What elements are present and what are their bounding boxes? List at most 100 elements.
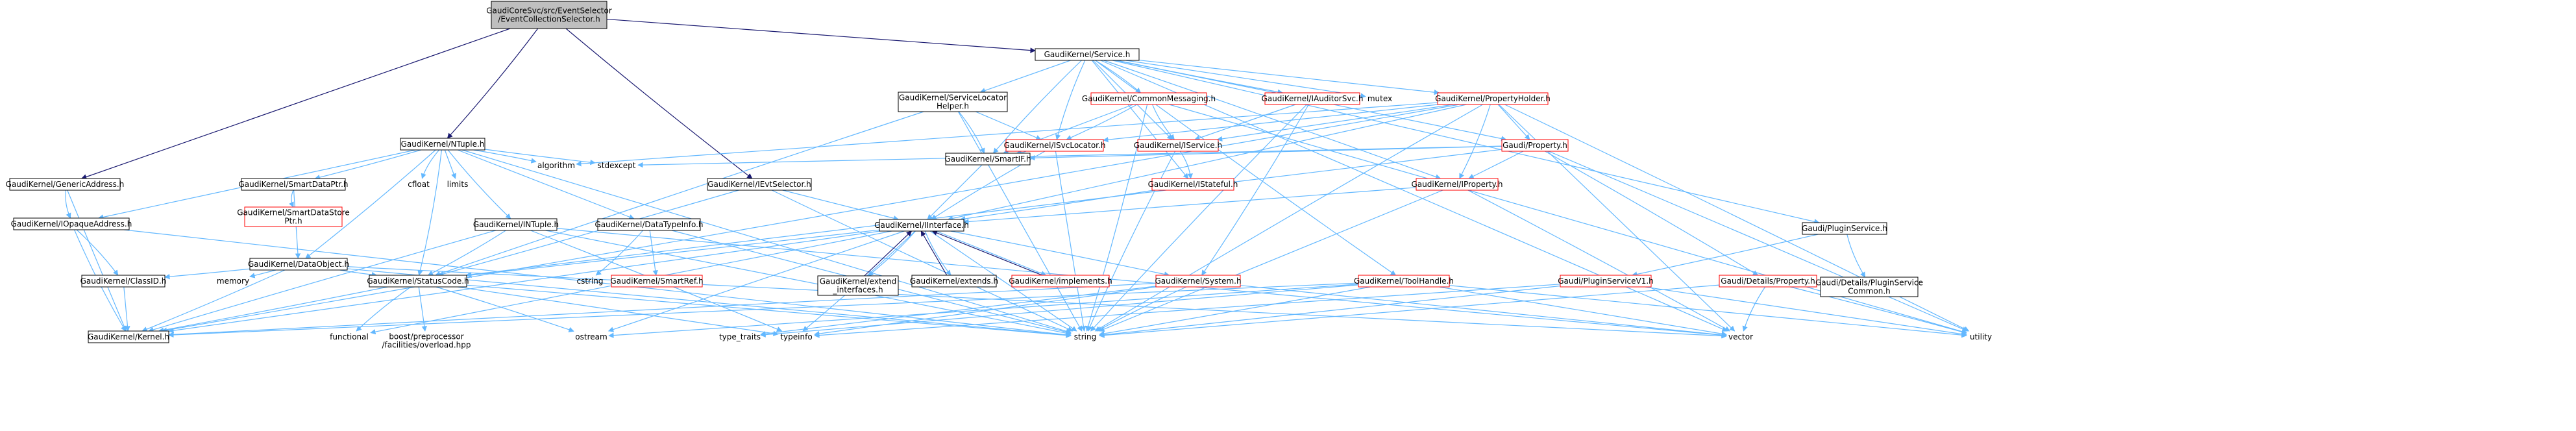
node-utility: utility bbox=[1970, 332, 1992, 341]
node-toolhandle[interactable]: GaudiKernel/ToolHandle.h bbox=[1354, 275, 1454, 288]
node-iopaque[interactable]: GaudiKernel/IOpaqueAddress.h bbox=[11, 217, 132, 230]
edge-toolhandle-to-typetraits bbox=[760, 284, 1359, 338]
node-mutex: mutex bbox=[1368, 94, 1392, 103]
node-box bbox=[1802, 222, 1887, 235]
node-label: GaudiKernel/INTuple.h bbox=[473, 220, 559, 229]
node-smartref[interactable]: GaudiKernel/SmartRef.h bbox=[610, 275, 704, 288]
node-label: GaudiKernel/SmartDataStore bbox=[237, 208, 350, 217]
edge-ntuple-to-algorithm bbox=[473, 149, 537, 164]
node-iproperty[interactable]: GaudiKernel/IProperty.h bbox=[1412, 178, 1503, 191]
node-kernel[interactable]: GaudiKernel/Kernel.h bbox=[88, 330, 169, 343]
node-label: GaudiKernel/IOpaqueAddress.h bbox=[11, 219, 132, 228]
node-pluginsvc[interactable]: Gaudi/PluginService.h bbox=[1802, 222, 1887, 235]
edge-ntuple-to-intuple bbox=[447, 149, 511, 219]
edge-iinterface-to-kernel bbox=[168, 230, 881, 334]
node-box bbox=[1155, 275, 1241, 288]
node-box bbox=[249, 258, 348, 271]
node-label: GaudiKernel/DataTypeInfo.h bbox=[595, 220, 703, 229]
edge-iauditsvc-to-iservice bbox=[1194, 104, 1296, 141]
node-stdexcept: stdexcept bbox=[598, 161, 636, 170]
node-label: algorithm bbox=[537, 161, 575, 170]
node-memory: memory bbox=[217, 277, 249, 286]
node-system[interactable]: GaudiKernel/System.h bbox=[1155, 275, 1242, 288]
node-svc[interactable]: GaudiKernel/Service.h bbox=[1035, 48, 1140, 61]
edge-toolhandle-to-string bbox=[1099, 286, 1371, 337]
node-istateful[interactable]: GaudiKernel/IStateful.h bbox=[1148, 178, 1238, 191]
edge-iservice-to-istateful bbox=[1179, 151, 1193, 179]
node-label: stdexcept bbox=[598, 161, 636, 170]
edge-ntuple-to-statuscode bbox=[417, 149, 442, 276]
edge-toolhandle-to-ostream bbox=[608, 284, 1359, 338]
node-box bbox=[9, 178, 121, 191]
edge-propholder-to-iservice bbox=[1216, 104, 1454, 142]
edge-svcloch-to-string bbox=[957, 111, 1083, 332]
edge-svc-to-svcloch bbox=[979, 60, 1071, 93]
node-extends[interactable]: GaudiKernel/extends.h bbox=[910, 275, 998, 288]
node-smartdataptr[interactable]: GaudiKernel/SmartDataPtr.h bbox=[238, 178, 349, 191]
node-detprop[interactable]: Gaudi/Details/Property.h bbox=[1719, 275, 1817, 288]
edges-layer bbox=[65, 18, 1970, 339]
node-label: _interfaces.h bbox=[832, 286, 883, 295]
node-root[interactable]: GaudiCoreSvc/src/EventSelector/EventColl… bbox=[486, 1, 612, 29]
node-box bbox=[911, 275, 997, 288]
edge-iinterface-to-ostream bbox=[607, 230, 905, 332]
node-box bbox=[81, 275, 166, 288]
node-genaddr[interactable]: GaudiKernel/GenericAddress.h bbox=[6, 178, 125, 191]
node-isvcloc[interactable]: GaudiKernel/ISvcLocator.h bbox=[1004, 139, 1106, 152]
edge-detprop-to-utility bbox=[1790, 286, 1967, 335]
node-datatypeinfo[interactable]: GaudiKernel/DataTypeInfo.h bbox=[595, 218, 704, 231]
node-box bbox=[491, 1, 607, 29]
node-label: Gaudi/Details/PluginService bbox=[1815, 278, 1923, 288]
node-iservice[interactable]: GaudiKernel/IService.h bbox=[1134, 139, 1222, 152]
edge-ntuple-to-cfloat bbox=[421, 149, 440, 179]
node-label: GaudiKernel/IService.h bbox=[1134, 141, 1222, 150]
node-ostream: ostream bbox=[575, 332, 607, 341]
node-pluginv1[interactable]: Gaudi/PluginServiceV1.h bbox=[1558, 275, 1654, 288]
node-label: cstring bbox=[576, 277, 603, 286]
node-implements[interactable]: GaudiKernel/implements.h bbox=[1009, 275, 1112, 288]
edge-svc-to-commsg bbox=[1095, 60, 1142, 93]
node-intuple[interactable]: GaudiKernel/INTuple.h bbox=[473, 218, 559, 231]
node-label: GaudiKernel/IStateful.h bbox=[1148, 180, 1238, 189]
edge-root-to-svc bbox=[606, 18, 1036, 53]
node-statuscode[interactable]: GaudiKernel/StatusCode.h bbox=[367, 275, 469, 288]
node-ntuple[interactable]: GaudiKernel/NTuple.h bbox=[400, 138, 485, 151]
node-dataobject[interactable]: GaudiKernel/DataObject.h bbox=[248, 258, 349, 271]
node-label: GaudiKernel/IProperty.h bbox=[1412, 180, 1503, 189]
node-box bbox=[707, 178, 812, 191]
node-box bbox=[879, 219, 964, 232]
node-box bbox=[1005, 139, 1104, 152]
node-extendif[interactable]: GaudiKernel/extend_interfaces.h bbox=[817, 275, 899, 296]
node-functional: functional bbox=[330, 332, 369, 341]
node-ievtsel[interactable]: GaudiKernel/IEvtSelector.h bbox=[707, 178, 812, 191]
node-label: GaudiKernel/ToolHandle.h bbox=[1354, 277, 1454, 286]
node-typeinfo: typeinfo bbox=[780, 332, 812, 341]
edge-intuple-to-string bbox=[545, 230, 1072, 336]
node-box bbox=[13, 217, 130, 230]
edge-smartdataptr-to-smartdatastore bbox=[289, 190, 294, 208]
edge-commsg-to-isvcloc bbox=[1066, 104, 1138, 140]
edge-propholder-to-utility bbox=[1504, 104, 1970, 332]
node-box bbox=[611, 275, 703, 288]
edge-dataobject-to-memory bbox=[249, 269, 276, 278]
edge-root-to-ievtsel bbox=[565, 28, 753, 179]
edge-svc-to-propholder bbox=[1138, 60, 1440, 95]
node-propholder[interactable]: GaudiKernel/PropertyHolder.h bbox=[1435, 92, 1551, 105]
edge-pluginv1-to-string bbox=[1099, 285, 1561, 338]
node-commsg[interactable]: GaudiKernel/CommonMessaging.h bbox=[1082, 92, 1216, 105]
node-iinterface[interactable]: GaudiKernel/IInterface.h bbox=[874, 219, 969, 232]
node-property[interactable]: Gaudi/Property.h bbox=[1501, 139, 1569, 152]
edge-property-to-utility bbox=[1548, 151, 1968, 332]
node-box bbox=[898, 92, 1008, 112]
node-classid[interactable]: GaudiKernel/ClassID.h bbox=[80, 275, 167, 288]
node-algorithm: algorithm bbox=[537, 161, 575, 170]
edge-property-to-statuscode bbox=[465, 149, 1503, 278]
edge-svc-to-istateful bbox=[1091, 60, 1189, 179]
edge-iinterface-to-implements bbox=[936, 230, 1047, 277]
node-iauditsvc[interactable]: GaudiKernel/IAuditorSvc.h bbox=[1262, 92, 1364, 105]
node-smartif[interactable]: GaudiKernel/SmartIF.h bbox=[944, 153, 1031, 166]
